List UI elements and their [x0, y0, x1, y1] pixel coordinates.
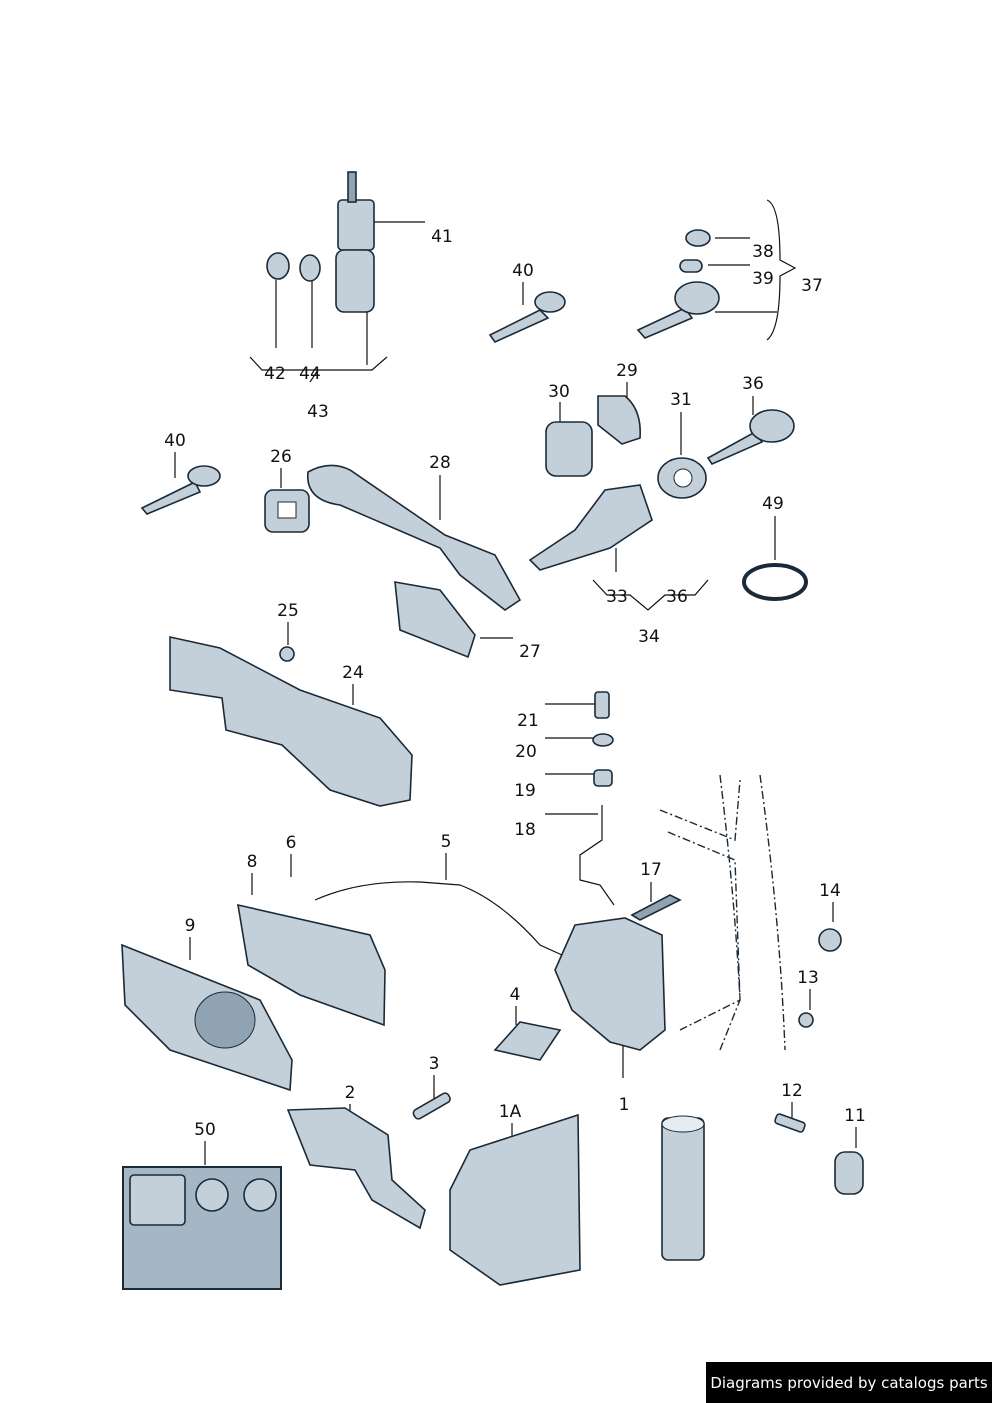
callout-42[interactable]: 42	[264, 364, 286, 384]
part-43-seal-kit	[266, 249, 375, 313]
attribution-footer: Diagrams provided by catalogs parts	[706, 1362, 992, 1403]
part-17-clip	[630, 894, 682, 921]
callout-12[interactable]: 12	[781, 1081, 803, 1101]
part-41-lock-cylinder-cap	[337, 171, 375, 251]
part-39-pin	[679, 259, 703, 273]
part-4-seal	[493, 1021, 562, 1061]
part-1-door-lock	[554, 917, 666, 1051]
callout-6[interactable]: 6	[285, 833, 297, 853]
callout-30[interactable]: 30	[548, 382, 570, 402]
part-40-key-blank	[488, 291, 566, 343]
callout-13[interactable]: 13	[797, 968, 819, 988]
callout-50[interactable]: 50	[194, 1120, 216, 1140]
callout-40b[interactable]: 40	[164, 431, 186, 451]
callout-41[interactable]: 41	[431, 227, 453, 247]
leader-lines	[174, 199, 857, 1165]
part-12-screw	[774, 1113, 806, 1133]
callout-8[interactable]: 8	[246, 852, 258, 872]
part-40-key-blank-2	[140, 465, 221, 515]
part-14-nut	[818, 928, 842, 952]
part-26-seal	[264, 489, 310, 533]
callout-18[interactable]: 18	[514, 820, 536, 840]
part-37-key	[636, 281, 720, 339]
part-8-gasket	[237, 903, 386, 1027]
part-50-repair-kit-box	[122, 1166, 282, 1290]
part-11-striker-plate	[834, 1151, 864, 1195]
callout-20[interactable]: 20	[515, 742, 537, 762]
callout-27[interactable]: 27	[519, 642, 541, 662]
part-31-bracket	[657, 457, 707, 499]
callout-1[interactable]: 1	[618, 1095, 630, 1115]
callout-44[interactable]: 44	[299, 364, 321, 384]
part-1a-lock-housing	[449, 1113, 581, 1286]
callout-28[interactable]: 28	[429, 453, 451, 473]
part-27-seal	[394, 581, 476, 659]
callout-31[interactable]: 31	[670, 390, 692, 410]
callout-29[interactable]: 29	[616, 361, 638, 381]
callout-39[interactable]: 39	[752, 269, 774, 289]
part-9-inner-handle-bezel	[121, 943, 293, 1092]
callout-26[interactable]: 26	[270, 447, 292, 467]
part-49-o-ring	[742, 563, 808, 601]
callout-24[interactable]: 24	[342, 663, 364, 683]
callout-1a[interactable]: 1A	[498, 1102, 522, 1122]
part-30-cap	[545, 421, 593, 477]
callout-37[interactable]: 37	[801, 276, 823, 296]
callout-43[interactable]: 43	[307, 402, 329, 422]
part-13-screw	[798, 1012, 814, 1028]
part-28-door-handle	[307, 464, 522, 611]
part-24-carrier	[169, 636, 413, 807]
callout-36b[interactable]: 36	[666, 587, 688, 607]
door-frame-outline	[659, 774, 786, 1051]
callout-38[interactable]: 38	[752, 242, 774, 262]
callout-14[interactable]: 14	[819, 881, 841, 901]
callout-36[interactable]: 36	[742, 374, 764, 394]
part-25-screw	[279, 646, 295, 662]
part-21-20-19-18-rod-parts	[579, 691, 615, 906]
callout-25[interactable]: 25	[277, 601, 299, 621]
callout-11[interactable]: 11	[844, 1106, 866, 1126]
callout-34[interactable]: 34	[638, 627, 660, 647]
callout-21[interactable]: 21	[517, 711, 539, 731]
part-36-key	[706, 409, 795, 466]
part-38-washer	[685, 229, 711, 247]
part-cylinder-can	[661, 1115, 705, 1261]
part-5-cable	[314, 881, 563, 956]
part-3-rivet	[412, 1092, 451, 1120]
callout-4[interactable]: 4	[509, 985, 521, 1005]
part-33-lock-cylinder	[528, 484, 653, 571]
callout-40[interactable]: 40	[512, 261, 534, 281]
part-2-bracket	[286, 1107, 426, 1230]
callout-5[interactable]: 5	[440, 832, 452, 852]
callout-9[interactable]: 9	[184, 916, 196, 936]
part-29-cover	[597, 395, 642, 445]
callout-3[interactable]: 3	[428, 1054, 440, 1074]
callout-17[interactable]: 17	[640, 860, 662, 880]
callout-19[interactable]: 19	[514, 781, 536, 801]
callout-49[interactable]: 49	[762, 494, 784, 514]
callout-33[interactable]: 33	[606, 587, 628, 607]
callout-2[interactable]: 2	[344, 1083, 356, 1103]
